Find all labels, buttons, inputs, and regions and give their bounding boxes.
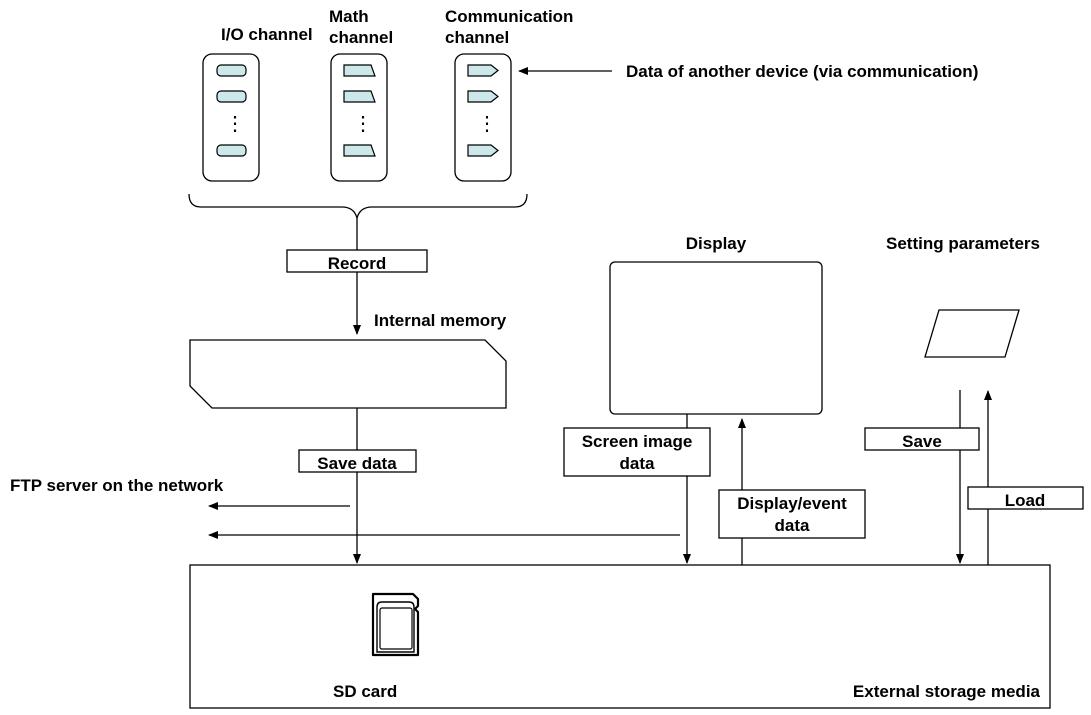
- save-label: Save: [902, 432, 942, 451]
- display-title: Display: [686, 234, 747, 253]
- setting-parameters-shape: [924, 309, 1020, 358]
- io-vdots: ⋮: [225, 113, 245, 135]
- external-storage-box: [189, 564, 1051, 709]
- math-channel-slot: [343, 144, 376, 157]
- sd-card-icon: [371, 592, 420, 657]
- math-vdots: ⋮: [353, 113, 373, 135]
- sd-card-label: SD card: [333, 682, 397, 701]
- load-label: Load: [1005, 491, 1046, 510]
- math-channel-panel: ⋮: [330, 53, 388, 182]
- display-event-label-line2: data: [775, 516, 811, 535]
- external-storage-label: External storage media: [853, 682, 1041, 701]
- save-box: [864, 427, 980, 451]
- display-screen: [609, 261, 823, 415]
- comm-channel-panel: ⋮: [454, 53, 512, 182]
- math-channel-title-line2: channel: [329, 28, 393, 47]
- comm-channel-slot: [467, 90, 499, 103]
- comm-vdots: ⋮: [477, 113, 497, 135]
- comm-channel-title-line1: Communication: [445, 7, 573, 26]
- load-box: [967, 486, 1084, 510]
- math-channel-slot: [343, 90, 376, 103]
- display-event-label-line1: Display/event: [737, 494, 847, 513]
- io-channel-title: I/O channel: [221, 25, 313, 44]
- record-label: Record: [328, 254, 387, 273]
- screen-image-label-line2: data: [620, 454, 656, 473]
- io-channel-slot: [216, 64, 247, 77]
- io-channel-slot: [216, 90, 247, 103]
- setting-parameters-title: Setting parameters: [886, 234, 1040, 253]
- another-device-label: Data of another device (via communicatio…: [626, 62, 978, 81]
- internal-memory-label: Internal memory: [374, 311, 507, 330]
- comm-channel-slot: [467, 144, 499, 157]
- screen-image-label-line1: Screen image: [582, 432, 693, 451]
- ftp-server-label: FTP server on the network: [10, 476, 224, 495]
- display-event-box: [718, 489, 866, 539]
- math-channel-title-line1: Math: [329, 7, 369, 26]
- io-channel-slot: [216, 144, 247, 157]
- screen-image-box: [563, 427, 711, 477]
- save-data-label: Save data: [317, 454, 397, 473]
- comm-channel-slot: [467, 64, 499, 77]
- comm-channel-title-line2: channel: [445, 28, 509, 47]
- channels-brace: [188, 193, 528, 221]
- io-channel-panel: ⋮: [202, 53, 260, 182]
- math-channel-slot: [343, 64, 376, 77]
- internal-memory-shape: [189, 339, 507, 409]
